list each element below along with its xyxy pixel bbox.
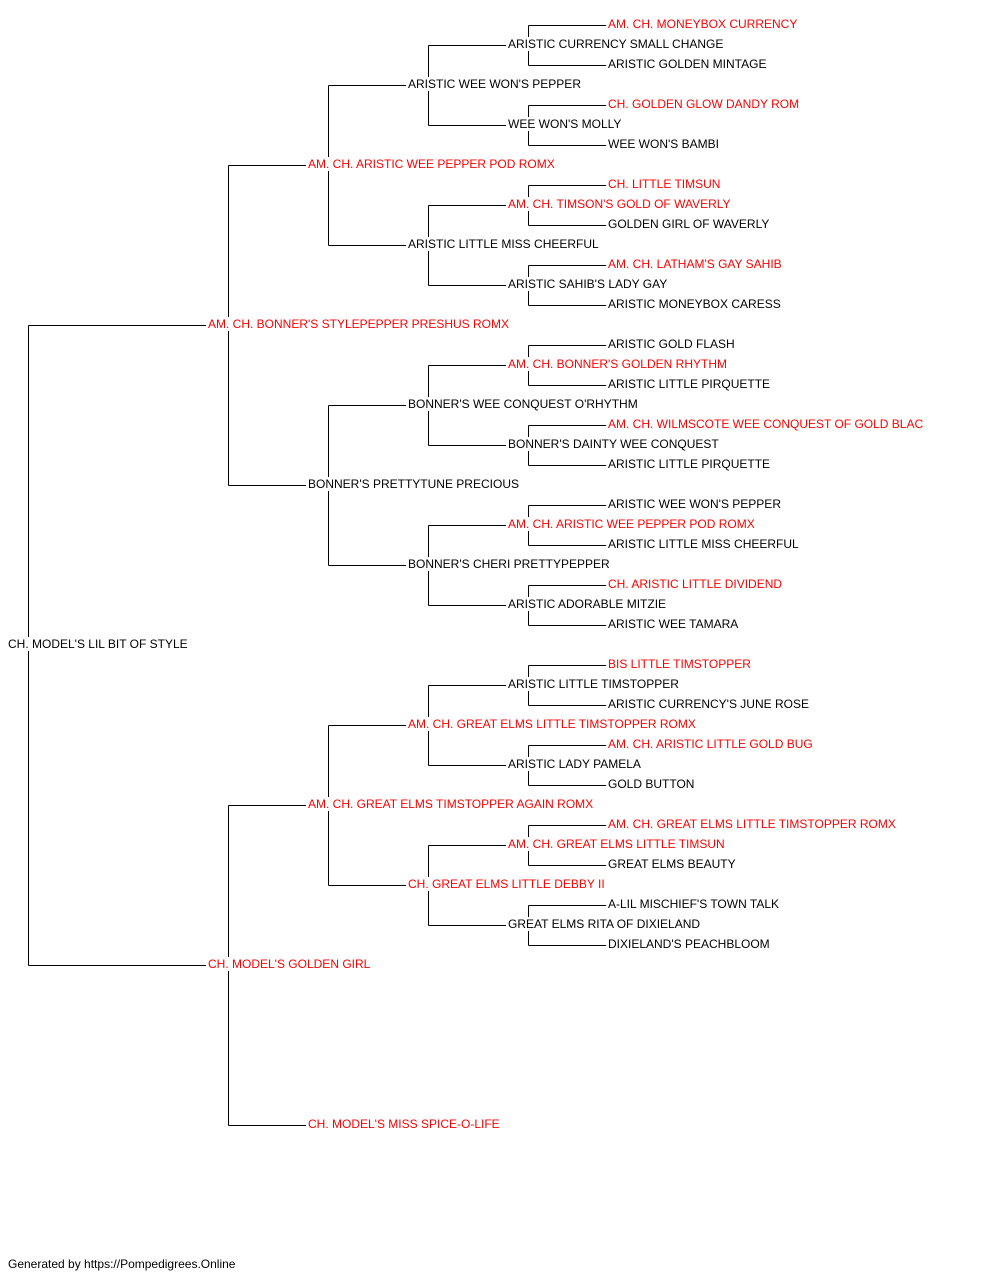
sire-name: AM. CH. WILMSCOTE WEE CONQUEST OF GOLD B… xyxy=(608,417,925,431)
dam-name: BONNER'S CHERI PRETTYPEPPER xyxy=(408,557,611,571)
dam-name: WEE WON'S MOLLY xyxy=(508,117,623,131)
sire-name: ARISTIC GOLD FLASH xyxy=(608,337,736,351)
sire-name: ARISTIC LITTLE TIMSTOPPER xyxy=(508,677,680,691)
dam-name: ARISTIC GOLDEN MINTAGE xyxy=(608,57,768,71)
sire-name: AM. CH. GREAT ELMS LITTLE TIMSTOPPER ROM… xyxy=(608,817,897,831)
sire-name: AM. CH. BONNER'S GOLDEN RHYTHM xyxy=(508,357,728,371)
dam-name: CH. MODEL'S MISS SPICE-O-LIFE xyxy=(308,1117,501,1131)
sire-name: A-LIL MISCHIEF'S TOWN TALK xyxy=(608,897,780,911)
dam-name: ARISTIC WEE TAMARA xyxy=(608,617,740,631)
sire-name: AM. CH. ARISTIC WEE PEPPER POD ROMX xyxy=(508,517,756,531)
dam-name: GREAT ELMS RITA OF DIXIELAND xyxy=(508,917,702,931)
sire-name: ARISTIC CURRENCY SMALL CHANGE xyxy=(508,37,725,51)
dam-name: CH. MODEL'S GOLDEN GIRL xyxy=(208,957,372,971)
sire-name: AM. CH. GREAT ELMS LITTLE TIMSUN xyxy=(508,837,726,851)
dam-name: BONNER'S PRETTYTUNE PRECIOUS xyxy=(308,477,520,491)
sire-name: BONNER'S WEE CONQUEST O'RHYTHM xyxy=(408,397,639,411)
sire-name: ARISTIC WEE WON'S PEPPER xyxy=(608,497,782,511)
sire-name: AM. CH. GREAT ELMS LITTLE TIMSTOPPER ROM… xyxy=(408,717,697,731)
dam-name: GREAT ELMS BEAUTY xyxy=(608,857,737,871)
dam-name: WEE WON'S BAMBI xyxy=(608,137,720,151)
sire-name: CH. ARISTIC LITTLE DIVIDEND xyxy=(608,577,784,591)
dam-name: ARISTIC LITTLE PIRQUETTE xyxy=(608,457,772,471)
sire-name: AM. CH. LATHAM'S GAY SAHIB xyxy=(608,257,783,271)
sire-name: AM. CH. GREAT ELMS TIMSTOPPER AGAIN ROMX xyxy=(308,797,595,811)
dam-name: GOLD BUTTON xyxy=(608,777,696,791)
sire-name: AM. CH. ARISTIC LITTLE GOLD BUG xyxy=(608,737,814,751)
sire-name: AM. CH. BONNER'S STYLEPEPPER PRESHUS ROM… xyxy=(208,317,511,331)
dam-name: ARISTIC LITTLE MISS CHEERFUL xyxy=(608,537,800,551)
dam-name: ARISTIC LITTLE MISS CHEERFUL xyxy=(408,237,600,251)
sire-name: ARISTIC WEE WON'S PEPPER xyxy=(408,77,582,91)
sire-name: BIS LITTLE TIMSTOPPER xyxy=(608,657,752,671)
sire-name: AM. CH. MONEYBOX CURRENCY xyxy=(608,17,799,31)
dam-name: ARISTIC ADORABLE MITZIE xyxy=(508,597,668,611)
sire-name: AM. CH. ARISTIC WEE PEPPER POD ROMX xyxy=(308,157,556,171)
dam-name: ARISTIC MONEYBOX CARESS xyxy=(608,297,782,311)
sire-name: AM. CH. TIMSON'S GOLD OF WAVERLY xyxy=(508,197,732,211)
dam-name: ARISTIC SAHIB'S LADY GAY xyxy=(508,277,669,291)
dam-name: CH. GREAT ELMS LITTLE DEBBY II xyxy=(408,877,606,891)
dam-name: GOLDEN GIRL OF WAVERLY xyxy=(608,217,771,231)
sire-name: CH. LITTLE TIMSUN xyxy=(608,177,722,191)
footer-credit: Generated by https://Pompedigrees.Online xyxy=(8,1257,236,1271)
subject-name: CH. MODEL'S LIL BIT OF STYLE xyxy=(8,637,189,651)
dam-name: ARISTIC LITTLE PIRQUETTE xyxy=(608,377,772,391)
sire-name: CH. GOLDEN GLOW DANDY ROM xyxy=(608,97,801,111)
dam-name: BONNER'S DAINTY WEE CONQUEST xyxy=(508,437,720,451)
dam-name: ARISTIC CURRENCY'S JUNE ROSE xyxy=(608,697,810,711)
dam-name: DIXIELAND'S PEACHBLOOM xyxy=(608,937,771,951)
dam-name: ARISTIC LADY PAMELA xyxy=(508,757,642,771)
